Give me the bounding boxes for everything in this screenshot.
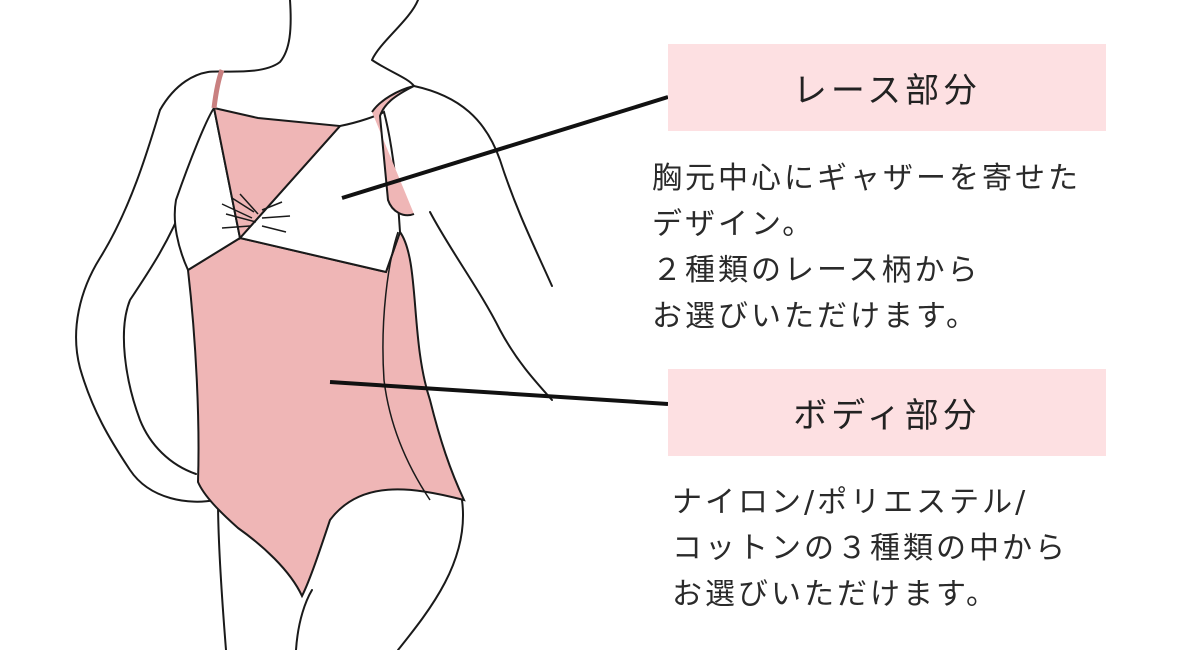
- body-section-label-text: ボディ部分: [793, 396, 981, 436]
- lace-description-line-3: ２種類のレース柄から: [652, 253, 981, 288]
- strap-right: [371, 85, 415, 217]
- lace-description-line-4: お選びいただけます。: [652, 299, 979, 334]
- body-section-label: ボディ部分: [668, 369, 1106, 456]
- lace-pointer-line: [341, 95, 669, 200]
- right-leg-outline: [397, 499, 464, 650]
- neck-right-outline: [371, 0, 419, 87]
- left-leg-outline: [217, 499, 227, 650]
- strap-left: [211, 69, 225, 109]
- lace-panel-right-shape: [238, 110, 402, 274]
- lace-section-label-text: レース部分: [792, 71, 982, 111]
- leotard-body-shape: [186, 229, 466, 599]
- neck-outline: [159, 0, 292, 111]
- lace-section-label: レース部分: [668, 44, 1106, 131]
- inner-leg-outline: [295, 589, 313, 650]
- lace-description-line-1: 胸元中心にギャザーを寄せた: [652, 161, 1081, 196]
- left-arm-outline: [75, 109, 216, 503]
- side-seam: [382, 231, 431, 501]
- body-description-line-1: ナイロン/ポリエステル/: [672, 485, 1029, 520]
- right-arm-inner-outline: [429, 211, 553, 401]
- cup-left-shape: [212, 106, 343, 241]
- lace-section-description: 胸元中心にギャザーを寄せた デザイン。 ２種類のレース柄から お選びいただけます…: [652, 156, 1081, 340]
- lace-description-line-2: デザイン。: [652, 207, 816, 242]
- gather-marks: [221, 193, 291, 233]
- body-section-description: ナイロン/ポリエステル/ コットンの３種類の中から お選びいただけます。: [672, 480, 1068, 618]
- left-arm-inner-outline: [122, 199, 197, 475]
- body-description-line-3: お選びいただけます。: [672, 577, 999, 612]
- body-description-line-2: コットンの３種類の中から: [672, 531, 1068, 566]
- body-pointer-line: [329, 380, 669, 406]
- right-arm-outline: [413, 85, 553, 287]
